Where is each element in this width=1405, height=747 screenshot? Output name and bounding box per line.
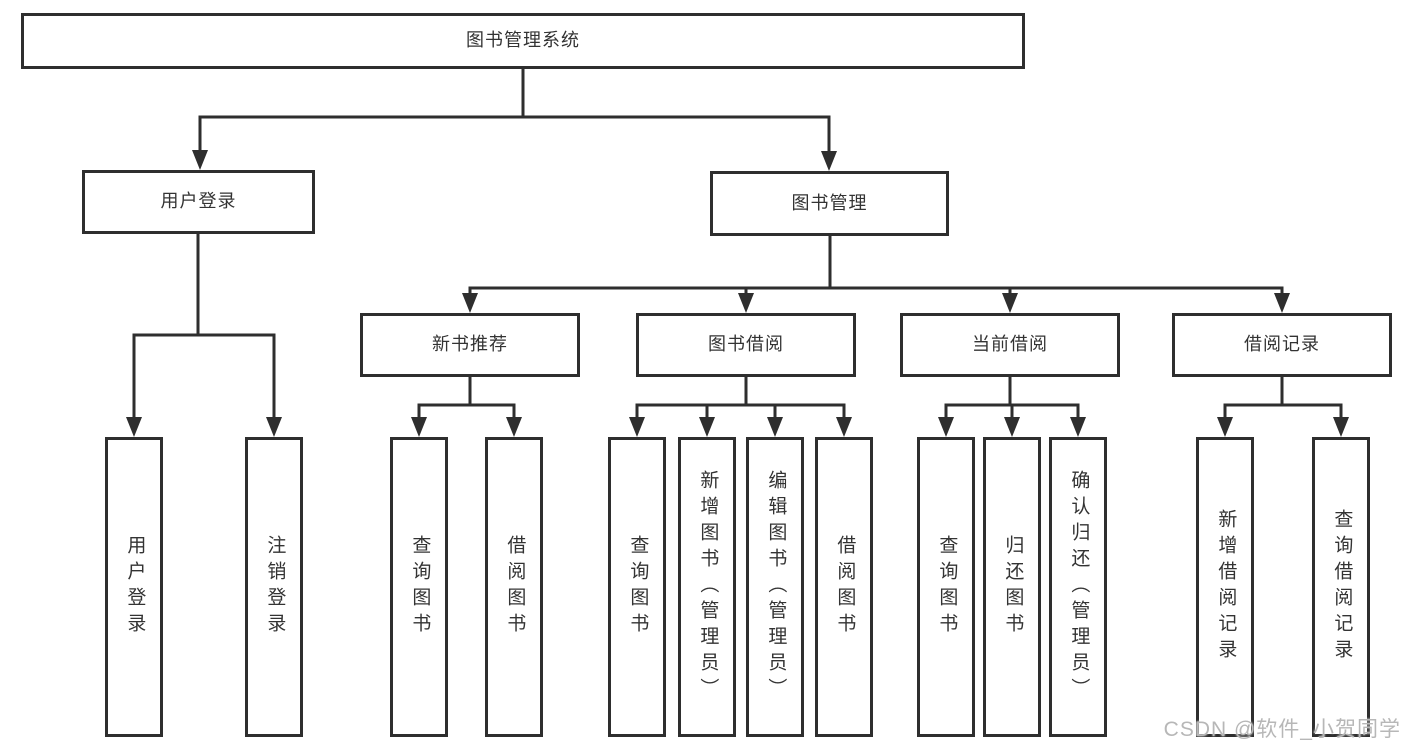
- leaf-confirm-return-admin: 确认归还（管理员）: [1049, 437, 1107, 737]
- leaf-query-books-current: 查询图书: [917, 437, 975, 737]
- connector-user-login: [132, 232, 276, 421]
- leaf-return-books: 归还图书: [983, 437, 1041, 737]
- node-library-system: 图书管理系统: [21, 13, 1025, 69]
- leaf-query-books-recommend: 查询图书: [390, 437, 448, 737]
- connector-book-borrow: [635, 375, 846, 421]
- node-current-borrow: 当前借阅: [900, 313, 1120, 377]
- node-book-borrow: 图书借阅: [636, 313, 856, 377]
- connector-new-book: [417, 375, 516, 421]
- leaf-borrow-books: 借阅图书: [815, 437, 873, 737]
- connector-current-borrow: [944, 375, 1080, 421]
- node-new-book-recommend: 新书推荐: [360, 313, 580, 377]
- csdn-watermark: CSDN @软件_小贺同学: [1163, 718, 1401, 741]
- leaf-query-books-borrow: 查询图书: [608, 437, 666, 737]
- node-user-login: 用户登录: [82, 170, 315, 234]
- leaf-add-books-admin: 新增图书（管理员）: [678, 437, 736, 737]
- connector-root: [198, 67, 831, 155]
- leaf-query-borrow-record: 查询借阅记录: [1312, 437, 1370, 737]
- leaf-edit-books-admin: 编辑图书（管理员）: [746, 437, 804, 737]
- leaf-add-borrow-record: 新增借阅记录: [1196, 437, 1254, 737]
- leaf-borrow-books-recommend: 借阅图书: [485, 437, 543, 737]
- arrowheads: [126, 150, 1349, 437]
- connector-book-mgmt: [468, 234, 1284, 297]
- connector-borrow-records: [1223, 375, 1343, 421]
- node-book-management: 图书管理: [710, 171, 949, 236]
- leaf-user-login: 用户登录: [105, 437, 163, 737]
- leaf-logout: 注销登录: [245, 437, 303, 737]
- node-borrow-records: 借阅记录: [1172, 313, 1392, 377]
